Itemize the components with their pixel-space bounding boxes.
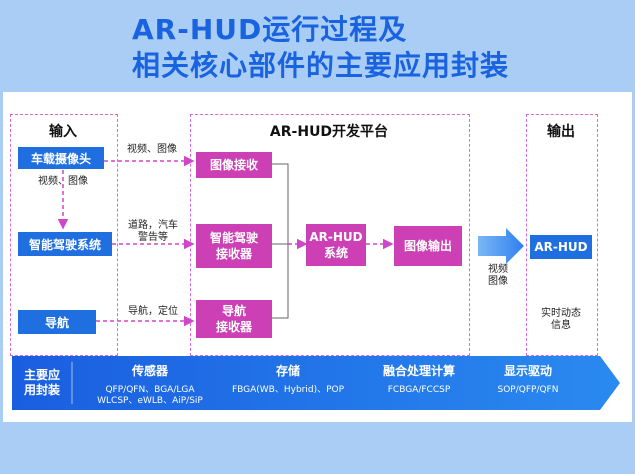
output-flow-arrow — [478, 228, 524, 264]
output-arrow-label-1: 视频 — [488, 264, 508, 275]
receiver-image: 图像接收 — [196, 152, 272, 178]
page-title-line2: 相关核心部件的主要应用封装 — [132, 49, 510, 82]
edge-label-camera: 视频、图像 — [127, 144, 177, 155]
edge-nav-receiver-merge — [272, 244, 289, 319]
camera-sub-label: 视频、图像 — [38, 176, 88, 187]
input-item-camera: 车载摄像头 — [18, 147, 104, 169]
platform-group — [190, 114, 470, 356]
input-group — [10, 114, 118, 356]
input-header: 输入 — [49, 124, 77, 140]
band-col-display: 显示驱动 SOP/QFP/QFN — [497, 364, 559, 395]
receiver-nav: 导航接收器 — [196, 300, 272, 338]
output-group — [526, 114, 598, 356]
edge-label-driving-2: 警告等 — [138, 232, 168, 243]
band-col-compute: 融合处理计算 FCBGA/FCCSP — [382, 364, 455, 395]
input-item-nav: 导航 — [18, 310, 96, 334]
output-header: 输出 — [547, 124, 575, 140]
page-title-line1: AR-HUD运行过程及 — [132, 13, 408, 46]
output-box: AR-HUD — [530, 235, 592, 259]
receiver-driving: 智能驾驶接收器 — [196, 224, 272, 268]
output-note-2: 信息 — [551, 320, 571, 331]
band-label: 主要应用封装 — [23, 368, 60, 397]
image-output-box: 图像输出 — [394, 226, 462, 266]
packaging-band-shape — [12, 356, 620, 410]
edge-label-driving-1: 道路，汽车 — [128, 220, 178, 231]
platform-header: AR-HUD开发平台 — [269, 124, 389, 140]
output-note-1: 实时动态 — [541, 308, 581, 319]
band-col-storage: 存储 FBGA(WB、Hybrid)、POP — [231, 364, 345, 395]
output-arrow-label-2: 图像 — [488, 276, 508, 287]
edge-label-nav: 导航，定位 — [128, 306, 178, 317]
input-item-driving: 智能驾驶系统 — [18, 232, 112, 256]
edge-image-receiver-merge — [272, 163, 289, 244]
